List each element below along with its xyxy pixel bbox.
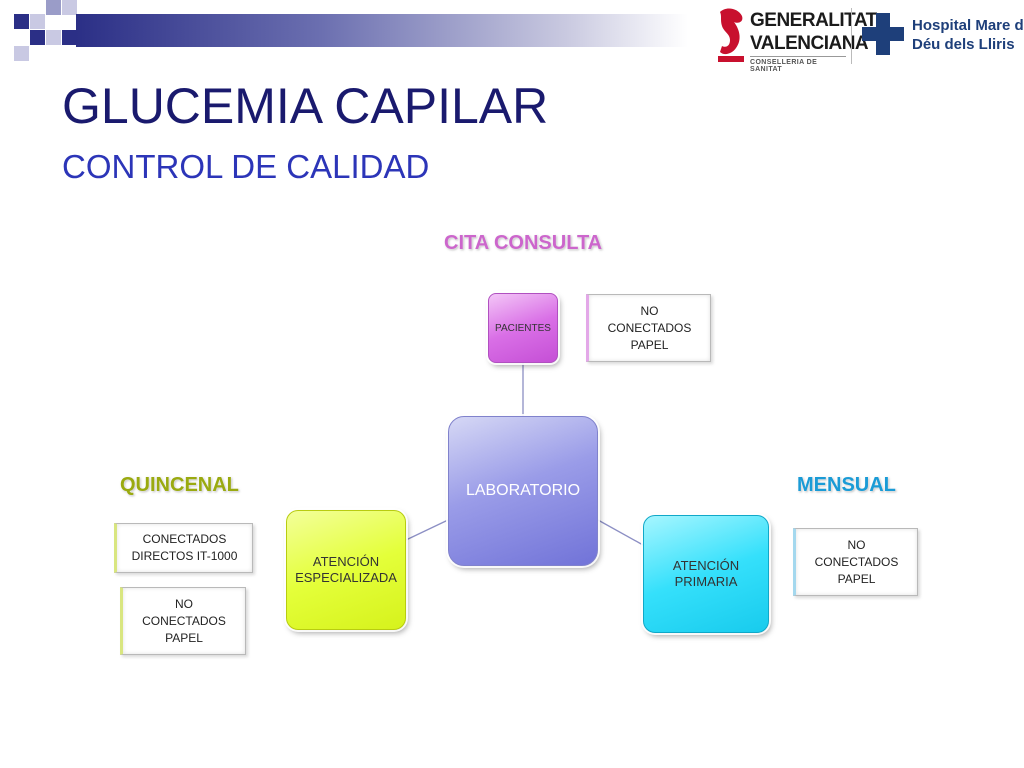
note-pacientes: NO CONECTADOS PAPEL (586, 294, 711, 362)
hospital-name-line2: Déu dels Lliris (912, 36, 1015, 53)
page-subtitle: CONTROL DE CALIDAD (62, 148, 430, 185)
node-primaria-line2: PRIMARIA (674, 574, 738, 589)
mensual-label: MENSUAL (797, 474, 896, 496)
node-pacientes: PACIENTES (488, 293, 558, 363)
connector-primaria (597, 519, 644, 546)
deco-square (14, 14, 29, 29)
note-quincenal1-line1: CONECTADOS (142, 532, 227, 546)
deco-square (46, 0, 61, 15)
note-mensual-line1: NO (847, 537, 866, 552)
generalitat-emblem-icon (718, 8, 744, 62)
note-mensual: NO CONECTADOS PAPEL (793, 528, 918, 596)
node-especializada-line2: ESPECIALIZADA (295, 570, 397, 585)
deco-square (62, 30, 77, 45)
page-title: GLUCEMIA CAPILAR (62, 78, 549, 134)
note-quincenal2-line1: NO (174, 596, 193, 611)
generalitat-divider (750, 56, 846, 57)
generalitat-line1: GENERALITAT (750, 10, 877, 31)
node-laboratorio: LABORATORIO (448, 416, 598, 566)
deco-square (46, 30, 61, 45)
connector-especializada (405, 519, 449, 541)
note-mensual-line3: PAPEL (837, 571, 876, 586)
note-quincenal2-line2: CONECTADOS (142, 613, 226, 628)
node-atencion-especializada: ATENCIÓN ESPECIALIZADA (286, 510, 406, 630)
hospital-cross-icon (862, 13, 904, 55)
deco-square (14, 46, 29, 61)
node-atencion-primaria: ATENCIÓN PRIMARIA (643, 515, 769, 633)
deco-square (30, 14, 45, 29)
hospital-logo: Hospital Mare de Déu dels Lliris (862, 10, 1024, 60)
node-especializada-line1: ATENCIÓN (312, 554, 380, 569)
node-pacientes-label: PACIENTES (495, 322, 551, 334)
node-primaria-line1: ATENCIÓN (672, 558, 740, 573)
logo-separator (851, 8, 852, 64)
generalitat-logo: GENERALITAT VALENCIANA CONSELLERIA DE SA… (716, 4, 877, 73)
cita-consulta-label: CITA CONSULTA (444, 232, 603, 254)
note-mensual-line2: CONECTADOS (814, 554, 899, 569)
hospital-name-line1: Hospital Mare de (912, 17, 1024, 34)
note-pacientes-line1: NO (640, 303, 659, 318)
note-pacientes-line3: PAPEL (630, 337, 669, 352)
note-quincenal-conectados: CONECTADOS DIRECTOS IT-1000 (114, 523, 253, 573)
node-laboratorio-label: LABORATORIO (465, 482, 581, 499)
header-gradient-bar (76, 14, 688, 47)
generalitat-line2: VALENCIANA (750, 33, 869, 54)
note-quincenal2-line3: PAPEL (165, 630, 203, 645)
note-quincenal1-line2: DIRECTOS IT-1000 (131, 549, 238, 563)
quincenal-label: QUINCENAL (120, 474, 239, 496)
note-pacientes-line2: CONECTADOS (607, 320, 692, 335)
deco-square (30, 30, 45, 45)
deco-square (62, 0, 77, 15)
generalitat-line3: CONSELLERIA DE SANITAT (750, 59, 818, 73)
note-quincenal-no-conectados: NO CONECTADOS PAPEL (120, 587, 246, 655)
